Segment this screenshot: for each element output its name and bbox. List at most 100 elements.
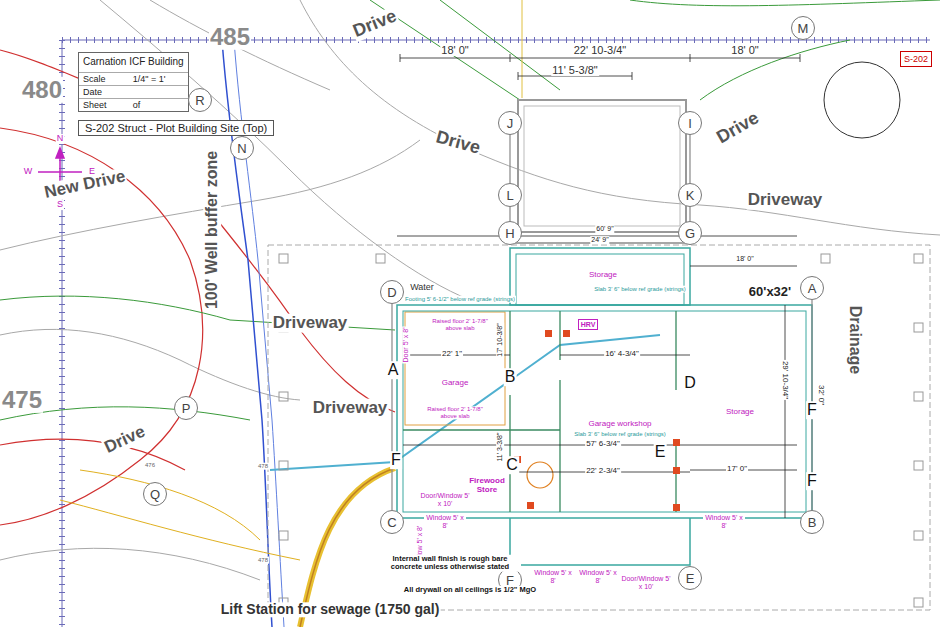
grid-letter: R	[195, 93, 204, 108]
note: Internal wall finish is rough bare concr…	[379, 555, 521, 572]
section-letter: D	[683, 374, 697, 392]
dimension: 17' 0"	[726, 465, 748, 474]
grid-bubble: Q	[143, 482, 167, 506]
grid-letter: D	[387, 285, 396, 300]
grid-bubble: H	[498, 221, 522, 245]
room-label: Firewood Store	[466, 477, 508, 495]
dimension: 60' 9"	[595, 225, 614, 233]
dimension: 29' 10-3/4"	[781, 360, 790, 400]
annotation: Raised floor 2' 1-7/8" above slab	[424, 406, 486, 419]
contour-elevation: 485	[209, 24, 251, 50]
node-text: S-202	[904, 54, 928, 64]
road-label: Drive	[713, 108, 764, 149]
zone-label: 100' Well buffer zone	[203, 150, 221, 310]
grid-bubble: B	[800, 510, 824, 534]
opening-label: Door 5' x 8'	[402, 327, 410, 364]
node-text: HRV	[581, 321, 596, 328]
grid-letter: B	[808, 515, 817, 530]
compass-point: S	[56, 200, 64, 210]
grid-bubble: C	[380, 510, 404, 534]
spot-elevation: 478	[257, 557, 269, 564]
grid-letter: A	[808, 281, 817, 296]
grid-bubble: I	[678, 111, 702, 135]
grid-line	[689, 207, 690, 221]
grid-letter: I	[688, 116, 692, 131]
grid-bubble: D	[380, 280, 404, 304]
grid-bubble: G	[678, 221, 702, 245]
annotation: Raised floor 2' 1-7/8" above slab	[429, 318, 491, 331]
grid-bubble: P	[174, 396, 198, 420]
dimension: 18' 0"	[730, 44, 759, 56]
dimension: 17' 10-3/8"	[496, 322, 504, 357]
dimension: 18' 0"	[440, 44, 469, 56]
grid-bubble: A	[800, 276, 824, 300]
annotation: Footing 5' 6-1/2" below ref grade (strin…	[404, 296, 516, 303]
dimension: 24' 9"	[590, 236, 609, 244]
title-block: Carnation ICF BuildingScale1/4" = 1'Date…	[78, 52, 189, 112]
road-label: Drive	[101, 422, 149, 458]
opening-label: Door/Window 5' x 10'	[620, 575, 672, 590]
opening-label: Window 5' x 8'	[532, 569, 574, 584]
grid-bubble: R	[188, 88, 212, 112]
node-text: S-202 Struct - Plot Building Site (Top)	[85, 122, 267, 134]
section-letter: F	[806, 472, 818, 490]
grid-bubble: L	[498, 183, 522, 207]
section-letter: B	[504, 368, 517, 386]
node-text: 1/4" = 1'	[129, 72, 188, 85]
node-text: Scale	[79, 72, 129, 85]
node-text: Carnation ICF Building	[79, 53, 188, 72]
annotation: Slab 3' 6" below ref grade (strings)	[573, 431, 667, 438]
dimension: 32' 0"	[817, 384, 826, 406]
road-label: Drive	[433, 127, 484, 158]
road-label: New Drive	[42, 167, 128, 203]
section-letter: E	[654, 443, 667, 461]
dimension: 22' 10-3/4"	[573, 44, 628, 56]
compass-point: N	[56, 134, 65, 144]
grid-letter: H	[505, 226, 514, 241]
opening-label: Window 5' x 8'	[703, 514, 745, 529]
dimension: 22' 2-3/4"	[585, 467, 621, 476]
grid-letter: G	[685, 226, 695, 241]
grid-letter: P	[182, 401, 191, 416]
building-size: 60'x32'	[748, 285, 792, 299]
utility-label: Water	[409, 283, 435, 293]
grid-line	[509, 207, 510, 221]
room-label: Garage	[441, 379, 470, 388]
grid-bubble: J	[498, 111, 522, 135]
grid-bubble: E	[678, 566, 702, 590]
grid-bubble: M	[791, 16, 815, 40]
node-text: Date	[79, 85, 188, 98]
grid-letter: M	[798, 21, 809, 36]
sheet-title-box: S-202 Struct - Plot Building Site (Top)	[78, 120, 274, 136]
road-label: Driveway	[747, 191, 824, 210]
grid-letter: Q	[150, 487, 160, 502]
opening-label: Window 5' x 8'	[577, 569, 619, 584]
dimension: 11' 3-3/8"	[496, 432, 504, 463]
room-label: Storage	[725, 408, 755, 417]
grid-letter: C	[387, 515, 396, 530]
node-text: Sheet	[79, 98, 129, 111]
road-label: Driveway	[272, 314, 349, 333]
grid-letter: L	[506, 188, 513, 203]
zone-label: Drainage	[846, 305, 864, 375]
grid-letter: N	[237, 141, 246, 156]
opening-label: Window 5' x 8'	[424, 514, 466, 529]
room-label: Garage workshop	[587, 420, 652, 429]
sheet-number-box: S-202	[900, 51, 932, 67]
annotation: Slab 3' 6" below ref grade (strings)	[593, 286, 687, 293]
dimension: 11' 5-3/8"	[551, 64, 599, 76]
dimension: 57' 6-3/4"	[585, 440, 621, 449]
road-label: Drive	[349, 6, 400, 42]
grid-line	[391, 304, 392, 510]
grid-letter: K	[686, 188, 695, 203]
section-letter: A	[387, 361, 400, 379]
section-letter: F	[390, 451, 402, 469]
section-letter: F	[806, 401, 818, 419]
compass-point: E	[88, 167, 96, 177]
node-text: of	[129, 98, 188, 111]
contour-elevation: 480	[21, 77, 63, 103]
equipment-box: HRV	[578, 319, 599, 330]
grid-line	[689, 135, 690, 183]
grid-bubble: K	[678, 183, 702, 207]
spot-elevation: 478	[257, 463, 269, 470]
